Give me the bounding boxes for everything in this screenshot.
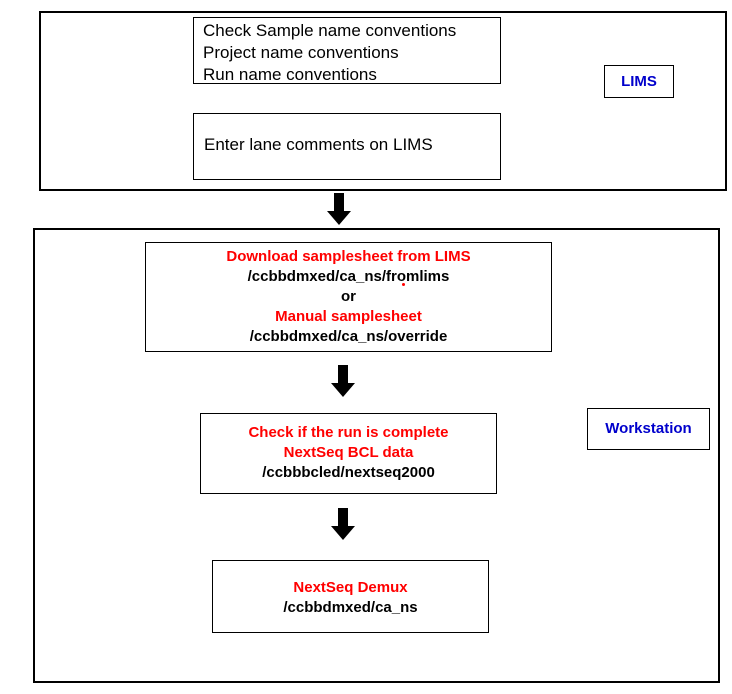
workstation-section: Download samplesheet from LIMS /ccbbdmxe… bbox=[33, 228, 720, 683]
workstation-tag: Workstation bbox=[587, 408, 710, 450]
samplesheet-or: or bbox=[341, 288, 356, 305]
run-complete-title: Check if the run is complete bbox=[248, 424, 449, 441]
convention-sample: Check Sample name conventions bbox=[203, 21, 457, 40]
convention-run: Run name conventions bbox=[203, 65, 377, 84]
down-arrow-icon bbox=[327, 193, 351, 225]
lims-section: Check Sample name conventions Project na… bbox=[39, 11, 727, 191]
lims-tag: LIMS bbox=[604, 65, 674, 98]
workstation-tag-label: Workstation bbox=[605, 420, 692, 437]
demux-box: NextSeq Demux /ccbbdmxed/ca_ns bbox=[212, 560, 489, 633]
manual-samplesheet-title: Manual samplesheet bbox=[275, 308, 422, 325]
bcl-data-subtitle: NextSeq BCL data bbox=[283, 444, 414, 461]
manual-samplesheet-path: /ccbbdmxed/ca_ns/override bbox=[249, 328, 448, 345]
conventions-box: Check Sample name conventions Project na… bbox=[193, 17, 501, 84]
samplesheet-box: Download samplesheet from LIMS /ccbbdmxe… bbox=[145, 242, 552, 352]
demux-title: NextSeq Demux bbox=[293, 579, 408, 596]
down-arrow-icon bbox=[331, 508, 355, 540]
red-dot-mark bbox=[402, 283, 405, 286]
download-samplesheet-path: /ccbbdmxed/ca_ns/fromlims bbox=[247, 268, 450, 285]
bcl-data-path: /ccbbbcled/nextseq2000 bbox=[262, 464, 435, 481]
demux-path: /ccbbdmxed/ca_ns bbox=[283, 599, 418, 616]
lims-tag-label: LIMS bbox=[621, 73, 657, 90]
down-arrow-icon bbox=[331, 365, 355, 397]
lane-comments-box: Enter lane comments on LIMS bbox=[193, 113, 501, 180]
run-check-box: Check if the run is complete NextSeq BCL… bbox=[200, 413, 497, 494]
convention-project: Project name conventions bbox=[203, 43, 399, 62]
lane-comments-label: Enter lane comments on LIMS bbox=[204, 135, 433, 154]
download-samplesheet-title: Download samplesheet from LIMS bbox=[226, 248, 471, 265]
